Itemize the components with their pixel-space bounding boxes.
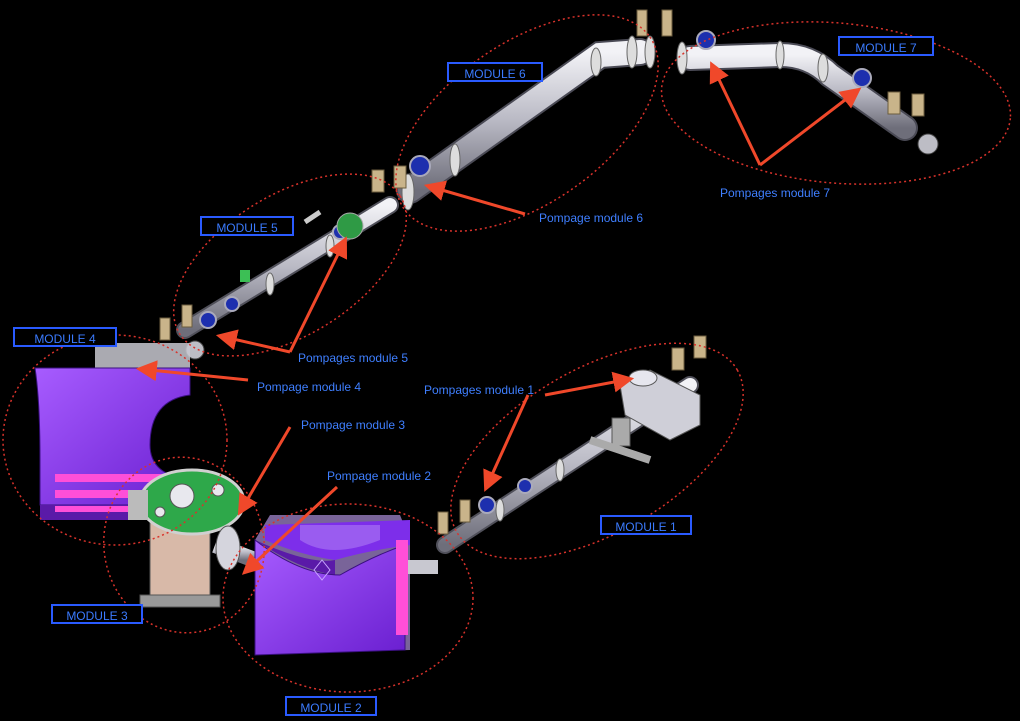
module-5-components	[240, 209, 364, 282]
pumping-module-7-label: Pompages module 7	[720, 186, 831, 200]
module-1-chamber	[588, 369, 701, 464]
pumping-arrows	[135, 61, 862, 575]
arrow-pump-4	[135, 360, 249, 382]
arrow-pump-7a	[709, 61, 762, 166]
zone-module-6	[395, 14, 659, 232]
beam-pipe	[176, 38, 918, 568]
module-zones	[2, 14, 1012, 693]
module-2-label: MODULE 2	[285, 696, 377, 716]
zone-module-3	[102, 456, 266, 634]
module-4-label: MODULE 4	[13, 327, 117, 347]
magnet-module-4	[34, 343, 191, 520]
module-6-label: MODULE 6	[447, 62, 543, 82]
pumping-module-3-label: Pompage module 3	[301, 418, 406, 432]
arrow-pump-1a	[483, 394, 530, 492]
gate-valves	[159, 9, 925, 535]
pumping-module-6-label: Pompage module 6	[539, 211, 644, 225]
module-3-label: MODULE 3	[51, 604, 143, 624]
ion-pumps	[199, 30, 872, 514]
pumping-module-4-label: Pompage module 4	[257, 380, 362, 394]
zone-module-2	[222, 503, 474, 693]
pumping-module-1-label: Pompages module 1	[424, 383, 535, 397]
module-1-label: MODULE 1	[600, 515, 692, 535]
arrow-pump-2	[241, 485, 339, 575]
flanges	[265, 35, 829, 522]
zone-module-7	[660, 21, 1012, 185]
gear-elements	[185, 133, 939, 360]
arrow-pump-3	[237, 426, 292, 516]
zone-module-5	[172, 173, 408, 357]
pumping-module-2-label: Pompage module 2	[327, 469, 432, 483]
chamber-module-3	[128, 468, 246, 608]
arrow-pump-5b	[288, 236, 348, 353]
arrow-pump-7b	[759, 87, 862, 167]
pumping-module-5-label: Pompages module 5	[298, 351, 409, 365]
arrow-pump-5a	[215, 329, 291, 354]
arrow-pump-6	[423, 180, 526, 216]
module-5-label: MODULE 5	[200, 216, 294, 236]
magnet-module-2	[254, 515, 438, 656]
module-7-label: MODULE 7	[838, 36, 934, 56]
arrow-pump-1b	[544, 371, 635, 397]
